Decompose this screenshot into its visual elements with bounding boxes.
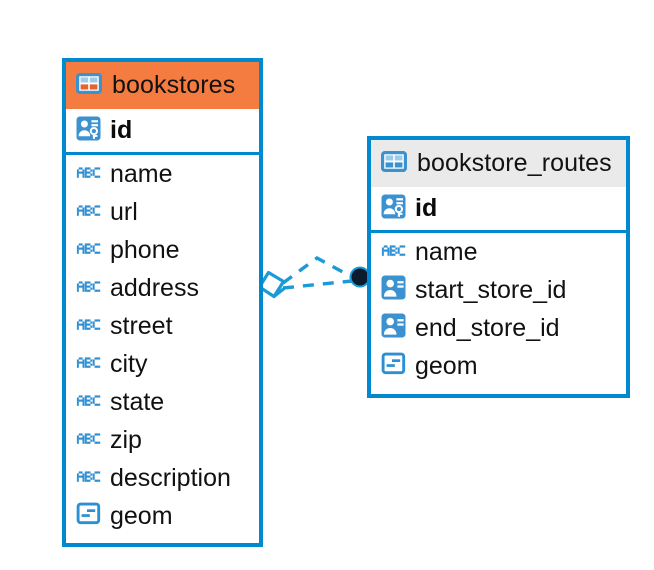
table-icon xyxy=(381,150,407,177)
diamond-open-marker xyxy=(257,270,286,299)
entity-header-bookstores[interactable]: bookstores xyxy=(66,62,259,109)
field-name: zip xyxy=(110,425,142,454)
field-row[interactable]: description xyxy=(66,459,259,497)
text-abc-icon xyxy=(76,197,101,227)
field-list: name url phone address street city state zip des… xyxy=(66,155,259,535)
table-icon xyxy=(76,72,102,99)
field-name: geom xyxy=(110,501,173,530)
text-abc-icon xyxy=(76,463,101,493)
geometry-icon xyxy=(381,351,406,381)
field-name: start_store_id xyxy=(415,275,567,304)
text-abc-icon xyxy=(76,349,101,379)
field-name: url xyxy=(110,197,138,226)
field-name: id xyxy=(110,116,133,144)
field-name: geom xyxy=(415,351,478,380)
field-name: name xyxy=(110,159,173,188)
field-row[interactable]: geom xyxy=(66,497,259,535)
primary-key-icon xyxy=(76,116,101,146)
entity-title: bookstores xyxy=(112,71,236,99)
field-name: name xyxy=(415,237,478,266)
field-row-primary-key[interactable]: id xyxy=(371,187,626,233)
relationship-line-lower xyxy=(282,279,353,290)
relationship-line-upper xyxy=(281,255,353,285)
field-row[interactable]: name xyxy=(371,233,626,271)
field-row[interactable]: state xyxy=(66,383,259,421)
field-name: state xyxy=(110,387,165,416)
field-name: description xyxy=(110,463,231,492)
geometry-icon xyxy=(76,501,101,531)
text-abc-icon xyxy=(76,159,101,189)
field-row[interactable]: geom xyxy=(371,347,626,385)
text-abc-icon xyxy=(76,273,101,303)
entity-title: bookstore_routes xyxy=(417,149,612,177)
text-abc-icon xyxy=(76,425,101,455)
field-name: id xyxy=(415,194,438,222)
text-abc-icon xyxy=(76,387,101,417)
field-name: city xyxy=(110,349,148,378)
field-name: address xyxy=(110,273,199,302)
field-row[interactable]: city xyxy=(66,345,259,383)
field-row[interactable]: url xyxy=(66,193,259,231)
field-name: phone xyxy=(110,235,180,264)
field-row-primary-key[interactable]: id xyxy=(66,109,259,155)
field-row[interactable]: phone xyxy=(66,231,259,269)
text-abc-icon xyxy=(381,237,406,267)
field-row[interactable]: address xyxy=(66,269,259,307)
foreign-key-icon xyxy=(381,313,406,343)
field-row[interactable]: zip xyxy=(66,421,259,459)
text-abc-icon xyxy=(76,235,101,265)
entity-header-bookstore-routes[interactable]: bookstore_routes xyxy=(371,140,626,187)
entity-bookstores[interactable]: bookstores id name url phone address street c… xyxy=(62,58,263,547)
field-row[interactable]: street xyxy=(66,307,259,345)
field-row[interactable]: end_store_id xyxy=(371,309,626,347)
foreign-key-icon xyxy=(381,275,406,305)
field-name: end_store_id xyxy=(415,313,560,342)
primary-key-icon xyxy=(381,194,406,224)
field-row[interactable]: name xyxy=(66,155,259,193)
field-name: street xyxy=(110,311,173,340)
field-row[interactable]: start_store_id xyxy=(371,271,626,309)
text-abc-icon xyxy=(76,311,101,341)
